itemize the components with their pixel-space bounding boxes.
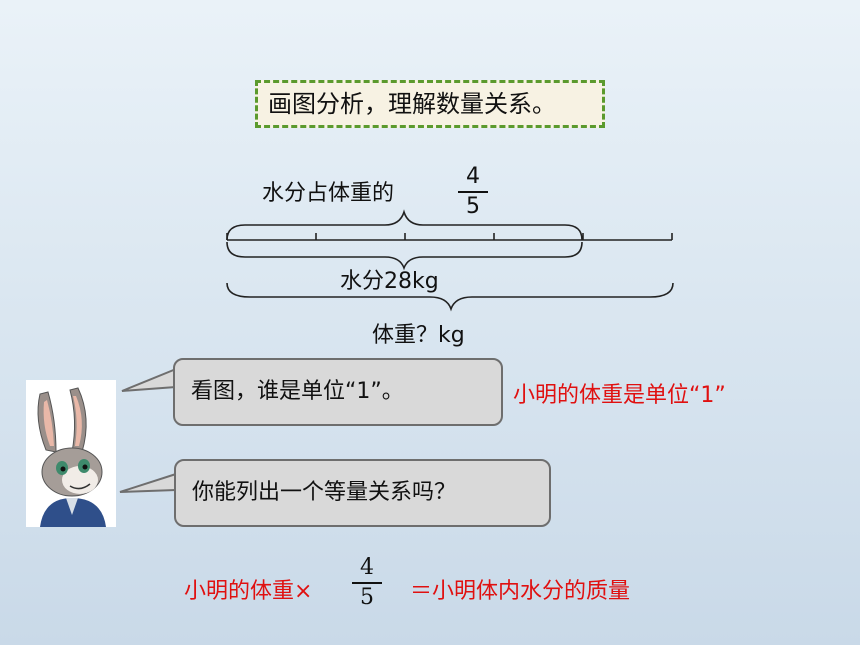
answer1-text: 小明的体重是单位“1”: [513, 383, 726, 408]
fraction-bar: [458, 191, 488, 193]
water-label: 水分28kg: [340, 269, 439, 294]
bubble-tail-2: [119, 473, 177, 493]
equation-right: ＝小明体内水分的质量: [410, 579, 631, 604]
question2-text: 你能列出一个等量关系吗？: [192, 480, 457, 505]
equation-fraction: 4 5: [352, 557, 382, 609]
question1-text: 看图，谁是单位“1”。: [191, 379, 404, 404]
question-bubble-1: 看图，谁是单位“1”。: [173, 358, 503, 426]
equation-left: 小明的体重×: [184, 579, 313, 604]
equation-fraction-bar: [352, 582, 382, 584]
water-ratio-label: 水分占体重的: [262, 181, 395, 206]
weight-label: 体重？kg: [372, 323, 465, 348]
title-text: 画图分析，理解数量关系。: [268, 90, 556, 118]
bubble-tail-1: [121, 368, 177, 392]
fraction-denominator: 5: [466, 194, 480, 219]
water-brace: [226, 241, 583, 271]
rabbit-character-icon: [37, 387, 106, 527]
fraction-numerator: 4: [466, 164, 480, 189]
equation-fraction-numerator: 4: [360, 555, 374, 580]
character-panel: [26, 380, 116, 527]
question-bubble-2: 你能列出一个等量关系吗？: [174, 459, 551, 527]
water-ratio-fraction: 4 5: [458, 166, 488, 218]
equation-fraction-denominator: 5: [360, 585, 374, 610]
title-box: 画图分析，理解数量关系。: [255, 80, 605, 128]
weight-brace: [226, 282, 674, 312]
top-brace: [226, 209, 583, 241]
